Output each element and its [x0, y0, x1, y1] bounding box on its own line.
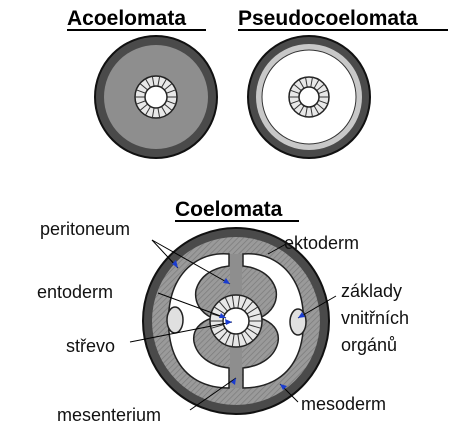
gut-cell-division	[237, 333, 241, 347]
gut-cell-division	[139, 103, 148, 111]
pointer-arrows	[172, 260, 305, 390]
gut-cell-division	[231, 295, 235, 309]
gut-cell-division	[244, 330, 254, 341]
gut-cell-division	[316, 83, 325, 91]
mesentery-dorsal	[230, 254, 242, 296]
leader-mesenterium	[189, 377, 237, 411]
gut-cell-division	[151, 107, 155, 118]
gut-cell-division	[290, 99, 300, 105]
gut-cell-division	[218, 330, 228, 341]
leader-peritoneum-2	[151, 239, 231, 285]
arrow-peritoneum-1	[172, 260, 178, 268]
label-entoderm: entoderm	[37, 282, 113, 302]
gut-cell-division	[237, 295, 241, 309]
gut-cell-division	[164, 83, 173, 91]
gut-cell-division	[244, 301, 254, 312]
arrow-entoderm	[219, 313, 226, 318]
leader-strevo	[129, 321, 233, 343]
coelom-right	[242, 253, 305, 389]
gut-cell-division	[310, 106, 313, 117]
arrow-strevo	[225, 319, 232, 325]
organ-primordium-left	[166, 306, 184, 334]
acoelomata-diagram	[94, 35, 218, 159]
title-coelomata: Coelomata	[175, 198, 283, 221]
label-zaklady-line3: orgánů	[341, 335, 397, 355]
gut-cell-division	[240, 297, 248, 310]
gut-cell-division	[224, 332, 232, 345]
title-pseudocoelomata: Pseudocoelomata	[238, 7, 418, 30]
label-strevo: střevo	[66, 336, 115, 356]
pseudo-gut-cells	[289, 77, 329, 117]
organ-primordium-right	[289, 308, 307, 336]
gut-cell-division	[145, 106, 151, 116]
coel-gut-cells	[210, 295, 262, 347]
gut-cell-division	[166, 89, 176, 94]
gut-cell-division	[166, 100, 176, 105]
label-mesenterium: mesenterium	[57, 405, 161, 425]
gut-cell-division	[318, 99, 328, 105]
gut-cell-division	[293, 103, 302, 111]
gut-cell-division	[298, 105, 305, 115]
leader-zaklady	[297, 295, 337, 319]
gut-cell-division	[313, 105, 320, 115]
gut-cell-division	[161, 78, 167, 88]
gut-cell-division	[305, 77, 308, 88]
gut-cell-division	[290, 89, 300, 95]
gut-cell-division	[151, 76, 155, 87]
gut-cell-division	[293, 83, 302, 91]
gut-cell-division	[136, 89, 146, 94]
arrow-peritoneum-2	[223, 278, 230, 284]
gut-cell-division	[305, 106, 308, 117]
acoel-gut-cells	[135, 76, 177, 118]
label-ektoderm: ektoderm	[284, 233, 359, 253]
gut-cell-division	[246, 306, 259, 315]
gut-cell-division	[248, 324, 262, 329]
label-zaklady-line1: základy	[341, 281, 402, 301]
coelomata-diagram	[142, 227, 330, 415]
gut-cell-division	[313, 79, 320, 89]
gut-cell-division	[139, 83, 148, 91]
gut-cell-division	[157, 76, 161, 87]
coel-gut-lumen	[222, 307, 250, 335]
gut-cell-division	[248, 313, 262, 318]
arrow-mesenterium	[231, 378, 236, 385]
acoel-gut-lumen	[144, 85, 168, 109]
pseudocoelomata-diagram	[247, 35, 371, 159]
leader-entoderm	[157, 292, 227, 319]
gut-cell-division	[218, 301, 228, 312]
gut-cell-division	[240, 332, 248, 345]
gut-cell-division	[310, 77, 313, 88]
gut-cell-division	[164, 103, 173, 111]
gut-cell-division	[298, 79, 305, 89]
label-zaklady-line2: vnitřních	[341, 308, 409, 328]
gut-cell-division	[213, 306, 226, 315]
gut-cell-division	[136, 100, 146, 105]
gut-cell-division	[231, 333, 235, 347]
gut-cell-division	[157, 107, 161, 118]
gut-cell-division	[213, 327, 226, 336]
gut-cell-division	[316, 103, 325, 111]
label-mesoderm: mesoderm	[301, 394, 386, 414]
gut-cell-division	[224, 297, 232, 310]
coelom-left	[167, 253, 230, 389]
leader-lines	[129, 239, 337, 411]
gut-cell-division	[145, 78, 151, 88]
pseudo-gut-lumen	[298, 86, 320, 108]
gut-cell-division	[246, 327, 259, 336]
gut-cell-division	[318, 89, 328, 95]
leader-ektoderm	[267, 243, 287, 255]
label-peritoneum: peritoneum	[40, 219, 130, 239]
gut-cell-division	[161, 106, 167, 116]
arrow-mesoderm	[280, 384, 287, 390]
title-acoelomata: Acoelomata	[67, 7, 186, 30]
arrow-zaklady	[298, 312, 305, 318]
gut-cell-division	[210, 324, 224, 329]
mesentery-ventral	[230, 346, 242, 388]
